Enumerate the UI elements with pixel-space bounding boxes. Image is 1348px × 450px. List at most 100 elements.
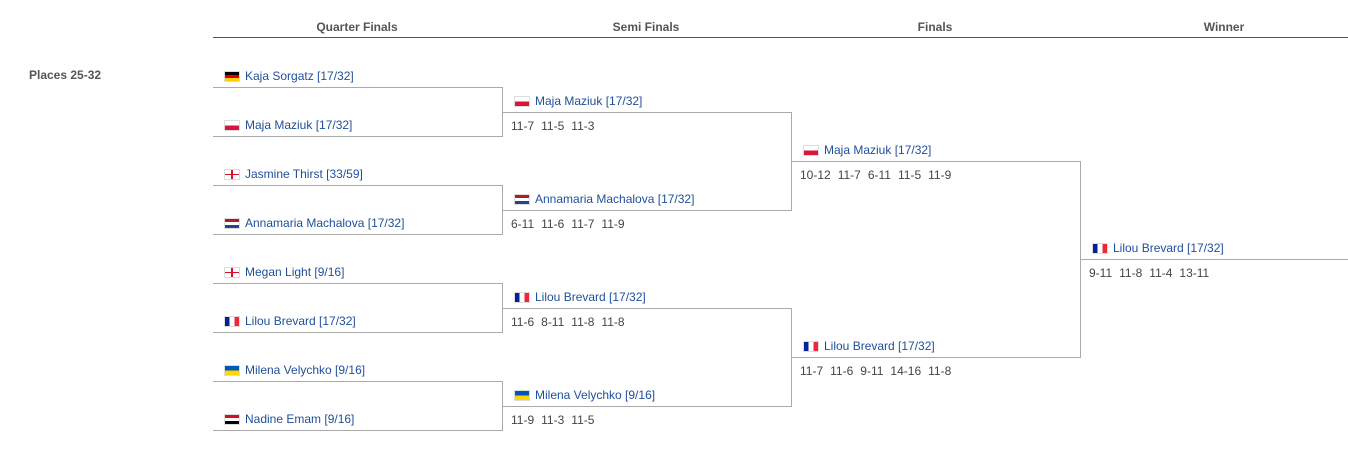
set-score: 9-11 (860, 364, 884, 378)
netherlands-flag-icon (224, 217, 240, 229)
match-score: 11-7 11-6 9-11 14-16 11-8 (800, 362, 958, 380)
bracket-line (213, 332, 503, 333)
set-score: 11-7 (800, 364, 824, 378)
set-score: 14-16 (890, 364, 922, 378)
bracket-line (213, 136, 503, 137)
round-header-quarter-finals: Quarter Finals (316, 20, 398, 34)
bracket-line (213, 87, 503, 88)
germany-flag-icon (224, 70, 240, 82)
qf-player-8[interactable]: Nadine Emam [9/16] (224, 410, 354, 428)
bracket-line (502, 112, 792, 113)
player-name-link[interactable]: Nadine Emam [9/16] (245, 412, 355, 426)
france-flag-icon (803, 340, 819, 352)
set-score: 11-6 (541, 217, 565, 231)
player-name-link[interactable]: Milena Velychko [9/16] (245, 363, 366, 377)
set-score: 6-11 (511, 217, 535, 231)
ukraine-flag-icon (224, 364, 240, 376)
poland-flag-icon (224, 119, 240, 131)
final-player-1[interactable]: Maja Maziuk [17/32] (803, 141, 931, 159)
set-score: 11-6 (511, 315, 535, 329)
set-score: 9-11 (1089, 266, 1113, 280)
set-score: 11-5 (541, 119, 565, 133)
round-header-finals: Finals (917, 20, 953, 34)
bracket-line (1080, 259, 1348, 260)
set-score: 11-7 (571, 217, 595, 231)
bracket-line (791, 161, 1081, 162)
set-score: 11-9 (928, 168, 952, 182)
match-score: 10-12 11-7 6-11 11-5 11-9 (800, 166, 958, 184)
sf-player-4[interactable]: Milena Velychko [9/16] (514, 386, 655, 404)
player-name-link[interactable]: Kaja Sorgatz [17/32] (245, 69, 354, 83)
bracket-line (213, 234, 503, 235)
header-divider (213, 37, 1348, 38)
bracket-line (213, 283, 503, 284)
france-flag-icon (514, 291, 530, 303)
qf-player-7[interactable]: Milena Velychko [9/16] (224, 361, 365, 379)
match-score: 11-9 11-3 11-5 (511, 411, 601, 429)
places-label: Places 25-32 (29, 68, 102, 82)
bracket-line (502, 308, 792, 309)
winner-player[interactable]: Lilou Brevard [17/32] (1092, 239, 1224, 257)
player-name-link[interactable]: Annamaria Machalova [17/32] (535, 192, 695, 206)
match-score: 11-6 8-11 11-8 11-8 (511, 313, 632, 331)
qf-player-4[interactable]: Annamaria Machalova [17/32] (224, 214, 404, 232)
egypt-flag-icon (224, 413, 240, 425)
set-score: 11-7 (511, 119, 535, 133)
player-name-link[interactable]: Lilou Brevard [17/32] (824, 339, 935, 353)
sf-player-3[interactable]: Lilou Brevard [17/32] (514, 288, 646, 306)
set-score: 6-11 (867, 168, 891, 182)
sf-player-1[interactable]: Maja Maziuk [17/32] (514, 92, 642, 110)
final-player-2[interactable]: Lilou Brevard [17/32] (803, 337, 935, 355)
set-score: 11-5 (571, 413, 595, 427)
qf-player-3[interactable]: Jasmine Thirst [33/59] (224, 165, 363, 183)
set-score: 11-9 (511, 413, 535, 427)
bracket-line (502, 210, 792, 211)
round-header-winner: Winner (1203, 20, 1245, 34)
sf-player-2[interactable]: Annamaria Machalova [17/32] (514, 190, 694, 208)
bracket-line (213, 430, 503, 431)
ukraine-flag-icon (514, 389, 530, 401)
set-score: 11-8 (571, 315, 595, 329)
set-score: 10-12 (800, 168, 831, 182)
england-flag-icon (224, 168, 240, 180)
france-flag-icon (224, 315, 240, 327)
player-name-link[interactable]: Maja Maziuk [17/32] (824, 143, 932, 157)
qf-player-2[interactable]: Maja Maziuk [17/32] (224, 116, 352, 134)
bracket-line (213, 185, 503, 186)
set-score: 11-3 (571, 119, 595, 133)
qf-player-1[interactable]: Kaja Sorgatz [17/32] (224, 67, 354, 85)
player-name-link[interactable]: Maja Maziuk [17/32] (245, 118, 353, 132)
set-score: 11-8 (601, 315, 625, 329)
set-score: 11-8 (1119, 266, 1143, 280)
set-score: 11-4 (1149, 266, 1173, 280)
england-flag-icon (224, 266, 240, 278)
bracket-line (213, 381, 503, 382)
set-score: 11-5 (897, 168, 922, 182)
player-name-link[interactable]: Lilou Brevard [17/32] (1113, 241, 1224, 255)
netherlands-flag-icon (514, 193, 530, 205)
player-name-link[interactable]: Megan Light [9/16] (245, 265, 345, 279)
france-flag-icon (1092, 242, 1108, 254)
bracket-line (791, 357, 1081, 358)
match-score: 11-7 11-5 11-3 (511, 117, 601, 135)
player-name-link[interactable]: Lilou Brevard [17/32] (535, 290, 646, 304)
set-score: 11-7 (837, 168, 861, 182)
player-name-link[interactable]: Lilou Brevard [17/32] (245, 314, 356, 328)
set-score: 13-11 (1179, 266, 1210, 280)
poland-flag-icon (514, 95, 530, 107)
qf-player-6[interactable]: Lilou Brevard [17/32] (224, 312, 356, 330)
set-score: 8-11 (541, 315, 565, 329)
player-name-link[interactable]: Jasmine Thirst [33/59] (245, 167, 363, 181)
set-score: 11-8 (928, 364, 952, 378)
player-name-link[interactable]: Maja Maziuk [17/32] (535, 94, 643, 108)
round-header-semi-finals: Semi Finals (612, 20, 680, 34)
player-name-link[interactable]: Annamaria Machalova [17/32] (245, 216, 405, 230)
set-score: 11-6 (830, 364, 854, 378)
set-score: 11-3 (541, 413, 565, 427)
player-name-link[interactable]: Milena Velychko [9/16] (535, 388, 656, 402)
qf-player-5[interactable]: Megan Light [9/16] (224, 263, 344, 281)
poland-flag-icon (803, 144, 819, 156)
bracket-line (502, 406, 792, 407)
match-score: 9-11 11-8 11-4 13-11 (1089, 264, 1216, 282)
